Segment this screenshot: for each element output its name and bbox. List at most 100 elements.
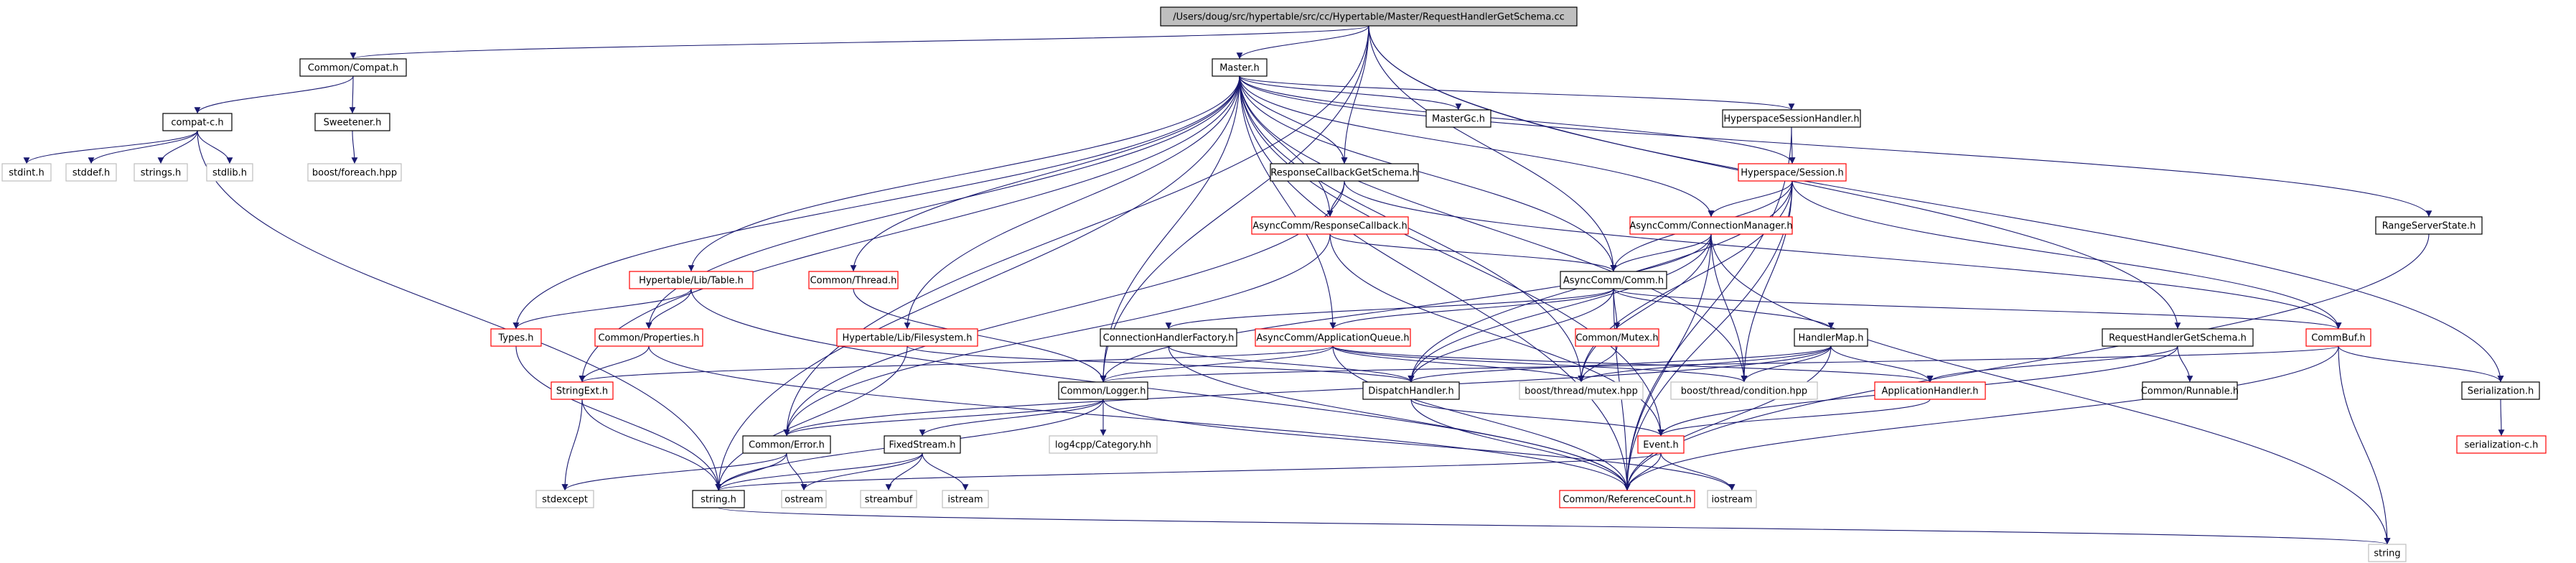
edge-commonLogger-to-fixedStream [919,399,1104,437]
node-refCount[interactable]: Common/ReferenceCount.h [1559,490,1695,508]
node-box [1519,381,1644,400]
edge-commBuf-to-refCount [1624,345,2339,491]
edge-acRespCb-to-eventH [1329,233,1664,437]
node-handlerMap[interactable]: HandlerMap.h [1794,328,1868,347]
edge-acAppQueue-to-commonLogger [1100,345,1334,383]
edge-respCbGetSchema-to-commBuf [1344,180,2342,330]
node-fixedStream[interactable]: FixedStream.h [884,435,961,454]
node-box [2461,381,2540,400]
node-hsSession[interactable]: Hyperspace/Session.h [1738,163,1847,182]
edge-masterH-to-acRespCb [1239,75,1334,218]
edge-rangeServerState-to-refCount [1624,233,2430,491]
node-boostMutex: boost/thread/mutex.hpp [1519,381,1644,400]
node-dispatchHandler[interactable]: DispatchHandler.h [1362,381,1460,400]
node-serializationC[interactable]: serialization-c.h [2456,435,2547,454]
node-commonMutex[interactable]: Common/Mutex.h [1575,328,1659,347]
node-reqHandlerGetSchema[interactable]: RequestHandlerGetSchema.h [2102,328,2254,347]
node-box [942,490,989,508]
edge-acConnMgr-to-boostCondition [1710,233,1748,383]
node-acComm[interactable]: AsyncComm/Comm.h [1560,271,1667,289]
edge-masterH-to-acAppQueue [1239,75,1336,330]
node-box [1575,328,1659,347]
node-acRespCb[interactable]: AsyncComm/ResponseCallback.h [1251,216,1409,235]
node-htTable[interactable]: Hypertable/Lib/Table.h [629,271,754,289]
edge-acAppQueue-to-boostMutex [1332,345,1585,383]
node-commonLogger[interactable]: Common/Logger.h [1058,381,1148,400]
edge-masterH-to-rangeServerState [1239,75,2432,218]
node-commonRunnable[interactable]: Common/Runnable.h [2141,381,2239,400]
node-box [65,163,117,182]
node-commonError[interactable]: Common/Error.h [742,435,831,454]
node-label: Types.h [497,333,533,344]
node-sweetener[interactable]: Sweetener.h [314,113,390,131]
node-commonProps[interactable]: Common/Properties.h [594,328,703,347]
node-label: /Users/doug/src/hypertable/src/cc/Hypert… [1173,12,1564,23]
node-box [1255,328,1411,347]
node-masterH[interactable]: Master.h [1212,58,1268,77]
node-eventH[interactable]: Event.h [1637,435,1685,454]
edge-masterH-to-commonProps [645,75,1240,330]
node-label: boost/thread/mutex.hpp [1524,386,1638,397]
edge-acRespCb-to-commonError [783,233,1331,437]
node-stringH[interactable]: string.h [692,490,745,508]
node-connHandlerFactory[interactable]: ConnectionHandlerFactory.h [1100,328,1237,347]
edge-htTable-to-refCount [690,288,1631,491]
node-appHandler[interactable]: ApplicationHandler.h [1874,381,1986,400]
node-box [1425,109,1491,128]
node-box [1722,109,1861,128]
edge-stringH-to-stringStd [718,507,2390,545]
node-acConnMgr[interactable]: AsyncComm/ConnectionManager.h [1629,216,1793,235]
node-stringExt[interactable]: StringExt.h [551,381,614,400]
node-label: istream [947,495,983,506]
node-hsHandler[interactable]: HyperspaceSessionHandler.h [1722,109,1861,128]
node-box [629,271,754,289]
node-typesH[interactable]: Types.h [490,328,542,347]
edge-compatC-to-stdlib [197,130,233,164]
node-label: boost/foreach.hpp [312,168,397,179]
node-rangeServerState[interactable]: RangeServerState.h [2375,216,2483,235]
node-box [2305,328,2371,347]
node-label: AsyncComm/ResponseCallback.h [1252,221,1407,232]
node-streambuf: streambuf [860,490,917,508]
edge-commonThread-to-commonLogger [853,288,1107,383]
edge-dispatchHandler-to-refCount [1410,399,1631,491]
edge-handlerMap-to-refCount [1624,345,1832,491]
node-commBuf[interactable]: CommBuf.h [2305,328,2371,347]
node-label: Hyperspace/Session.h [1741,168,1844,179]
edge-commonLogger-to-commonError [783,399,1104,437]
edge-compatC-to-stddef [88,130,198,164]
node-masterGc[interactable]: MasterGc.h [1425,109,1491,128]
node-box [884,435,961,454]
node-strings: strings.h [134,163,188,182]
edge-connHandlerFactory-to-refCount [1168,345,1631,491]
node-commonThread[interactable]: Common/Thread.h [808,271,899,289]
node-label: AsyncComm/ApplicationQueue.h [1256,333,1409,344]
node-label: stddef.h [72,168,110,179]
node-label: RangeServerState.h [2382,221,2476,232]
node-box [1738,163,1847,182]
edge-masterH-to-commonThread [850,75,1240,272]
node-serialization[interactable]: Serialization.h [2461,381,2540,400]
node-label: DispatchHandler.h [1368,386,1453,397]
node-label: Common/Logger.h [1061,386,1146,397]
edge-compatC-to-strings [157,130,198,164]
edge-eventH-to-iostream [1660,452,1736,491]
edge-commBuf-to-stringStd [2338,345,2391,545]
node-label: stdexcept [542,495,588,506]
node-root[interactable]: /Users/doug/src/hypertable/src/cc/Hypert… [1160,6,1578,27]
node-acAppQueue[interactable]: AsyncComm/ApplicationQueue.h [1255,328,1411,347]
node-box [1160,6,1578,27]
edge-acComm-to-acAppQueue [1329,288,1614,330]
edge-masterH-to-stringExt [579,75,1240,383]
node-compatC[interactable]: compat-c.h [162,113,233,131]
node-label: CommBuf.h [2311,333,2366,344]
node-respCbGetSchema[interactable]: ResponseCallbackGetSchema.h [1270,163,1419,182]
edge-acConnMgr-to-boostMutex [1578,233,1712,383]
edge-root-to-masterH [1236,25,1369,60]
node-box [1559,490,1695,508]
node-box [551,381,614,400]
node-box [692,490,745,508]
node-commonCompat[interactable]: Common/Compat.h [299,58,407,77]
node-htFilesystem[interactable]: Hypertable/Lib/Filesystem.h [836,328,978,347]
edge-connHandlerFactory-to-dispatchHandler [1168,345,1415,383]
